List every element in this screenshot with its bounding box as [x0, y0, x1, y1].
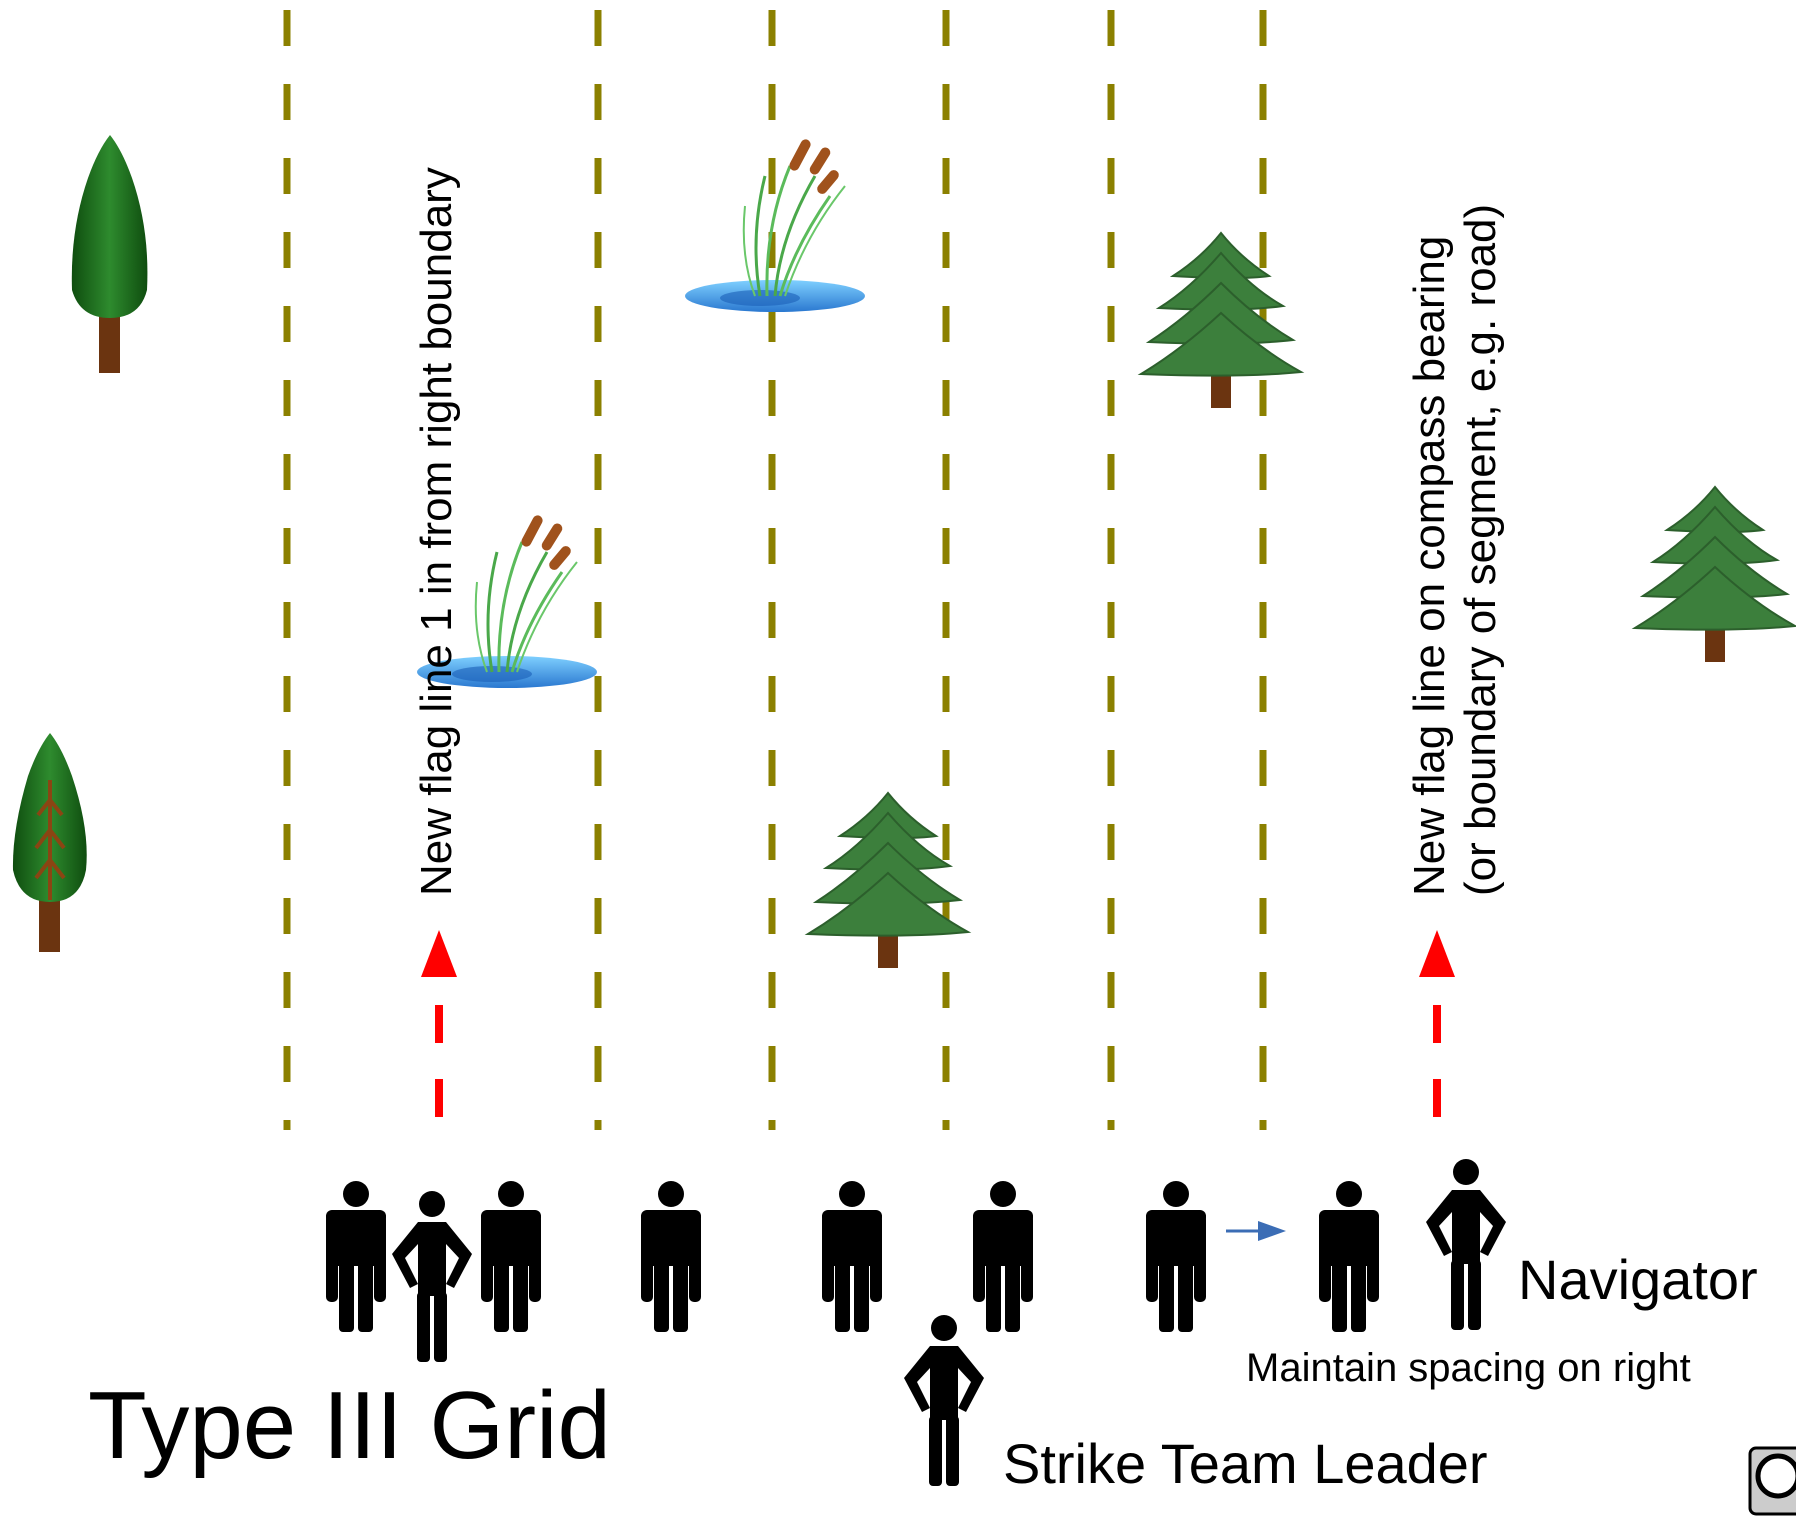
- flag-arrow-icon: [421, 930, 457, 1125]
- searcher-icon: [1146, 1181, 1206, 1332]
- leader-icon: [904, 1315, 984, 1486]
- tree-icon: [12, 733, 87, 952]
- flag-arrow-icon: [1419, 930, 1455, 1125]
- left-flag-note: New flag line 1 in from right boundary: [412, 167, 461, 896]
- searcher-icon: [481, 1181, 541, 1332]
- right-flag-note: New flag line on compass bearing (or bou…: [1405, 204, 1506, 896]
- license-badge-icon: [1748, 1446, 1796, 1516]
- pine-tree-icon: [1634, 486, 1796, 663]
- navigator-icon: [1426, 1159, 1506, 1330]
- searcher-icon: [326, 1181, 386, 1332]
- direction-arrow-icon: [1226, 1221, 1286, 1241]
- searcher-icon: [822, 1181, 882, 1332]
- right-flag-note-line2: (or boundary of segment, e.g. road): [1455, 203, 1505, 896]
- searcher-icon: [1319, 1181, 1379, 1332]
- diagram-title: Type III Grid: [88, 1372, 611, 1479]
- searcher-icon: [392, 1191, 472, 1362]
- right-flag-note-line1: New flag line on compass bearing: [1405, 235, 1454, 896]
- pine-tree-icon: [807, 792, 969, 969]
- searcher-icon: [641, 1181, 701, 1332]
- pine-tree-icon: [1140, 232, 1302, 409]
- searcher-icon: [973, 1181, 1033, 1332]
- spacing-note: Maintain spacing on right: [1246, 1346, 1691, 1390]
- navigator-label: Navigator: [1518, 1248, 1758, 1311]
- tree-icon: [71, 135, 148, 373]
- strike-team-leader-label: Strike Team Leader: [1003, 1432, 1488, 1495]
